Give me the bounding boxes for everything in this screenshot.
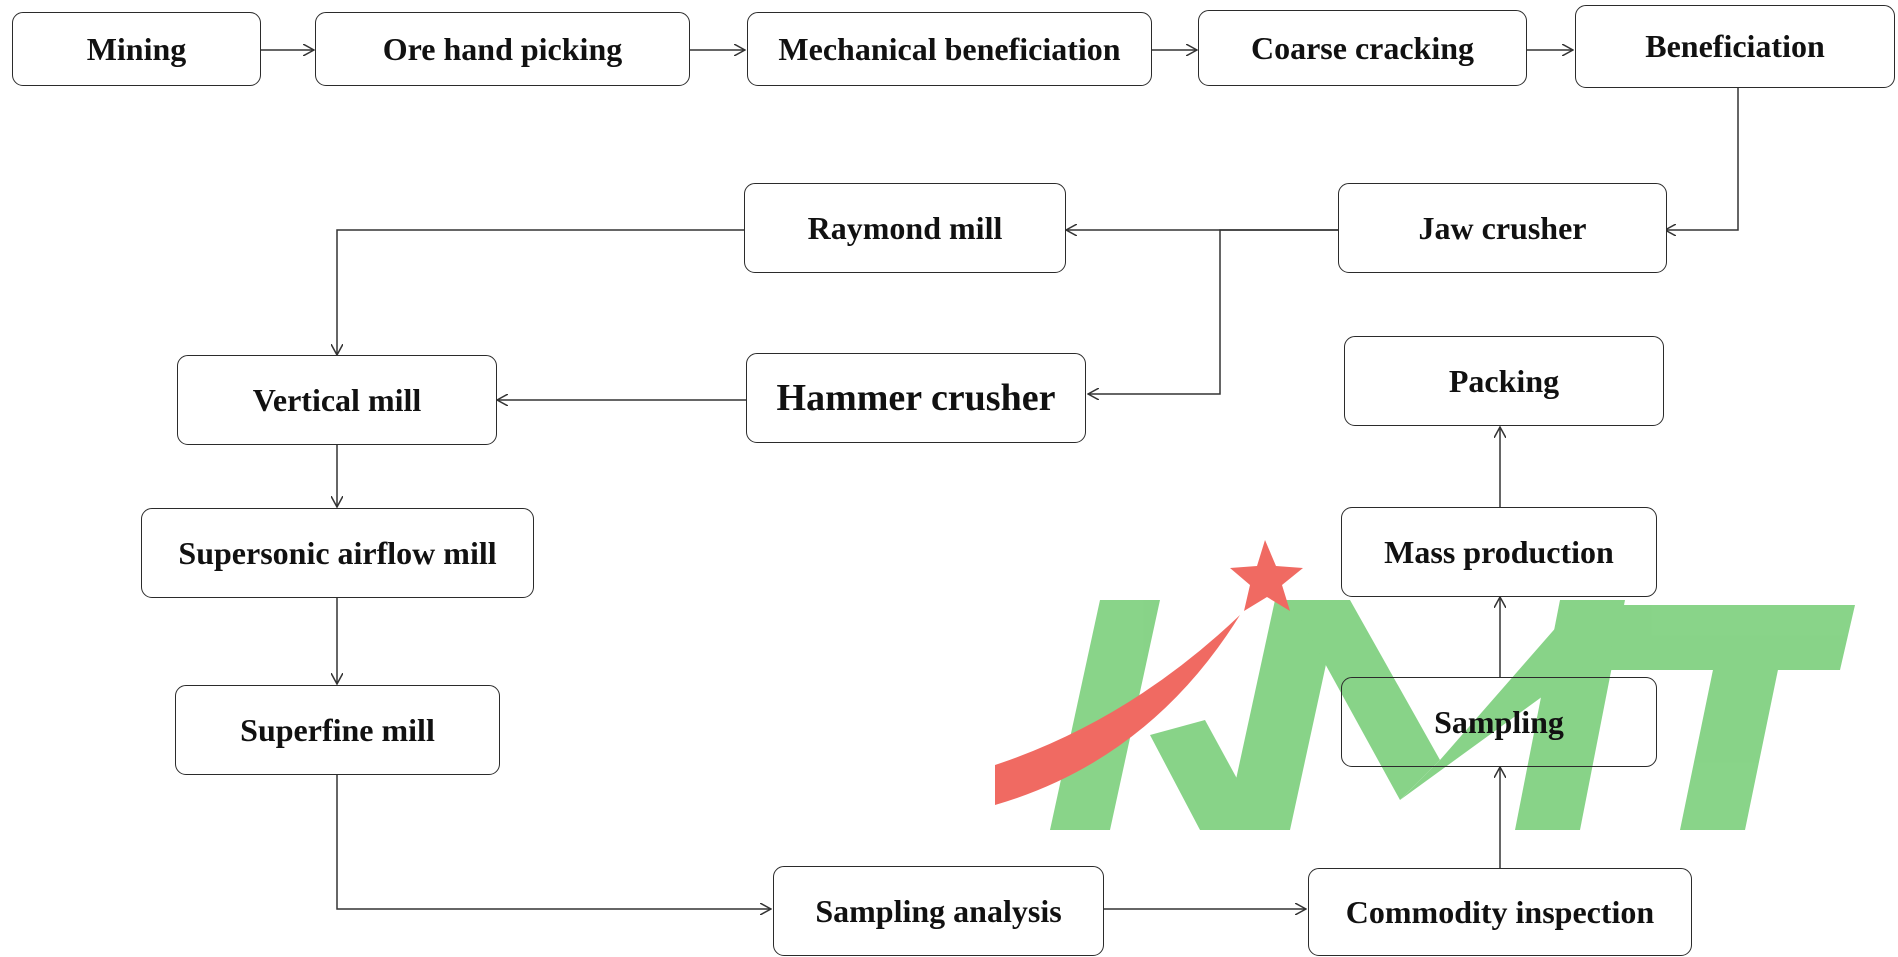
edge-raymond-mill-to-vertical-mill — [337, 229, 744, 355]
node-packing: Packing — [1344, 336, 1664, 426]
node-hammer-crusher: Hammer crusher — [746, 353, 1086, 443]
node-mass-production: Mass production — [1341, 507, 1657, 597]
logo-letter-t-bar — [1607, 605, 1855, 670]
edge-beneficiation-to-jaw-crusher — [1665, 88, 1739, 230]
node-beneficiation: Beneficiation — [1575, 5, 1895, 88]
node-vertical-mill: Vertical mill — [177, 355, 497, 445]
logo-letter-m-right — [1515, 600, 1625, 830]
logo-letter-m-left — [1225, 600, 1340, 830]
node-sampling: Sampling — [1341, 677, 1657, 767]
logo-letter-m-diag — [1290, 600, 1440, 800]
node-sampling-analysis: Sampling analysis — [773, 866, 1104, 956]
edge-jaw-crusher-to-hammer-crusher — [1088, 229, 1338, 394]
node-supersonic-airflow-mill: Supersonic airflow mill — [141, 508, 534, 598]
logo-red-star — [1230, 540, 1303, 611]
node-superfine-mill: Superfine mill — [175, 685, 500, 775]
node-commodity-inspection: Commodity inspection — [1308, 868, 1692, 956]
logo-letter-k-stem — [1050, 600, 1160, 830]
kmt-logo-letters — [1050, 600, 1855, 830]
edge-superfine-mill-to-sampling-analysis — [336, 775, 771, 909]
node-raymond-mill: Raymond mill — [744, 183, 1066, 273]
node-ore-hand-picking: Ore hand picking — [315, 12, 690, 86]
node-mining: Mining — [12, 12, 261, 86]
node-jaw-crusher: Jaw crusher — [1338, 183, 1667, 273]
node-mechanical-beneficiation: Mechanical beneficiation — [747, 12, 1152, 86]
logo-letter-t-stem — [1680, 660, 1780, 830]
logo-letter-m-diag2 — [1400, 600, 1620, 800]
logo-red-swoosh — [995, 615, 1240, 805]
node-coarse-cracking: Coarse cracking — [1198, 10, 1527, 86]
